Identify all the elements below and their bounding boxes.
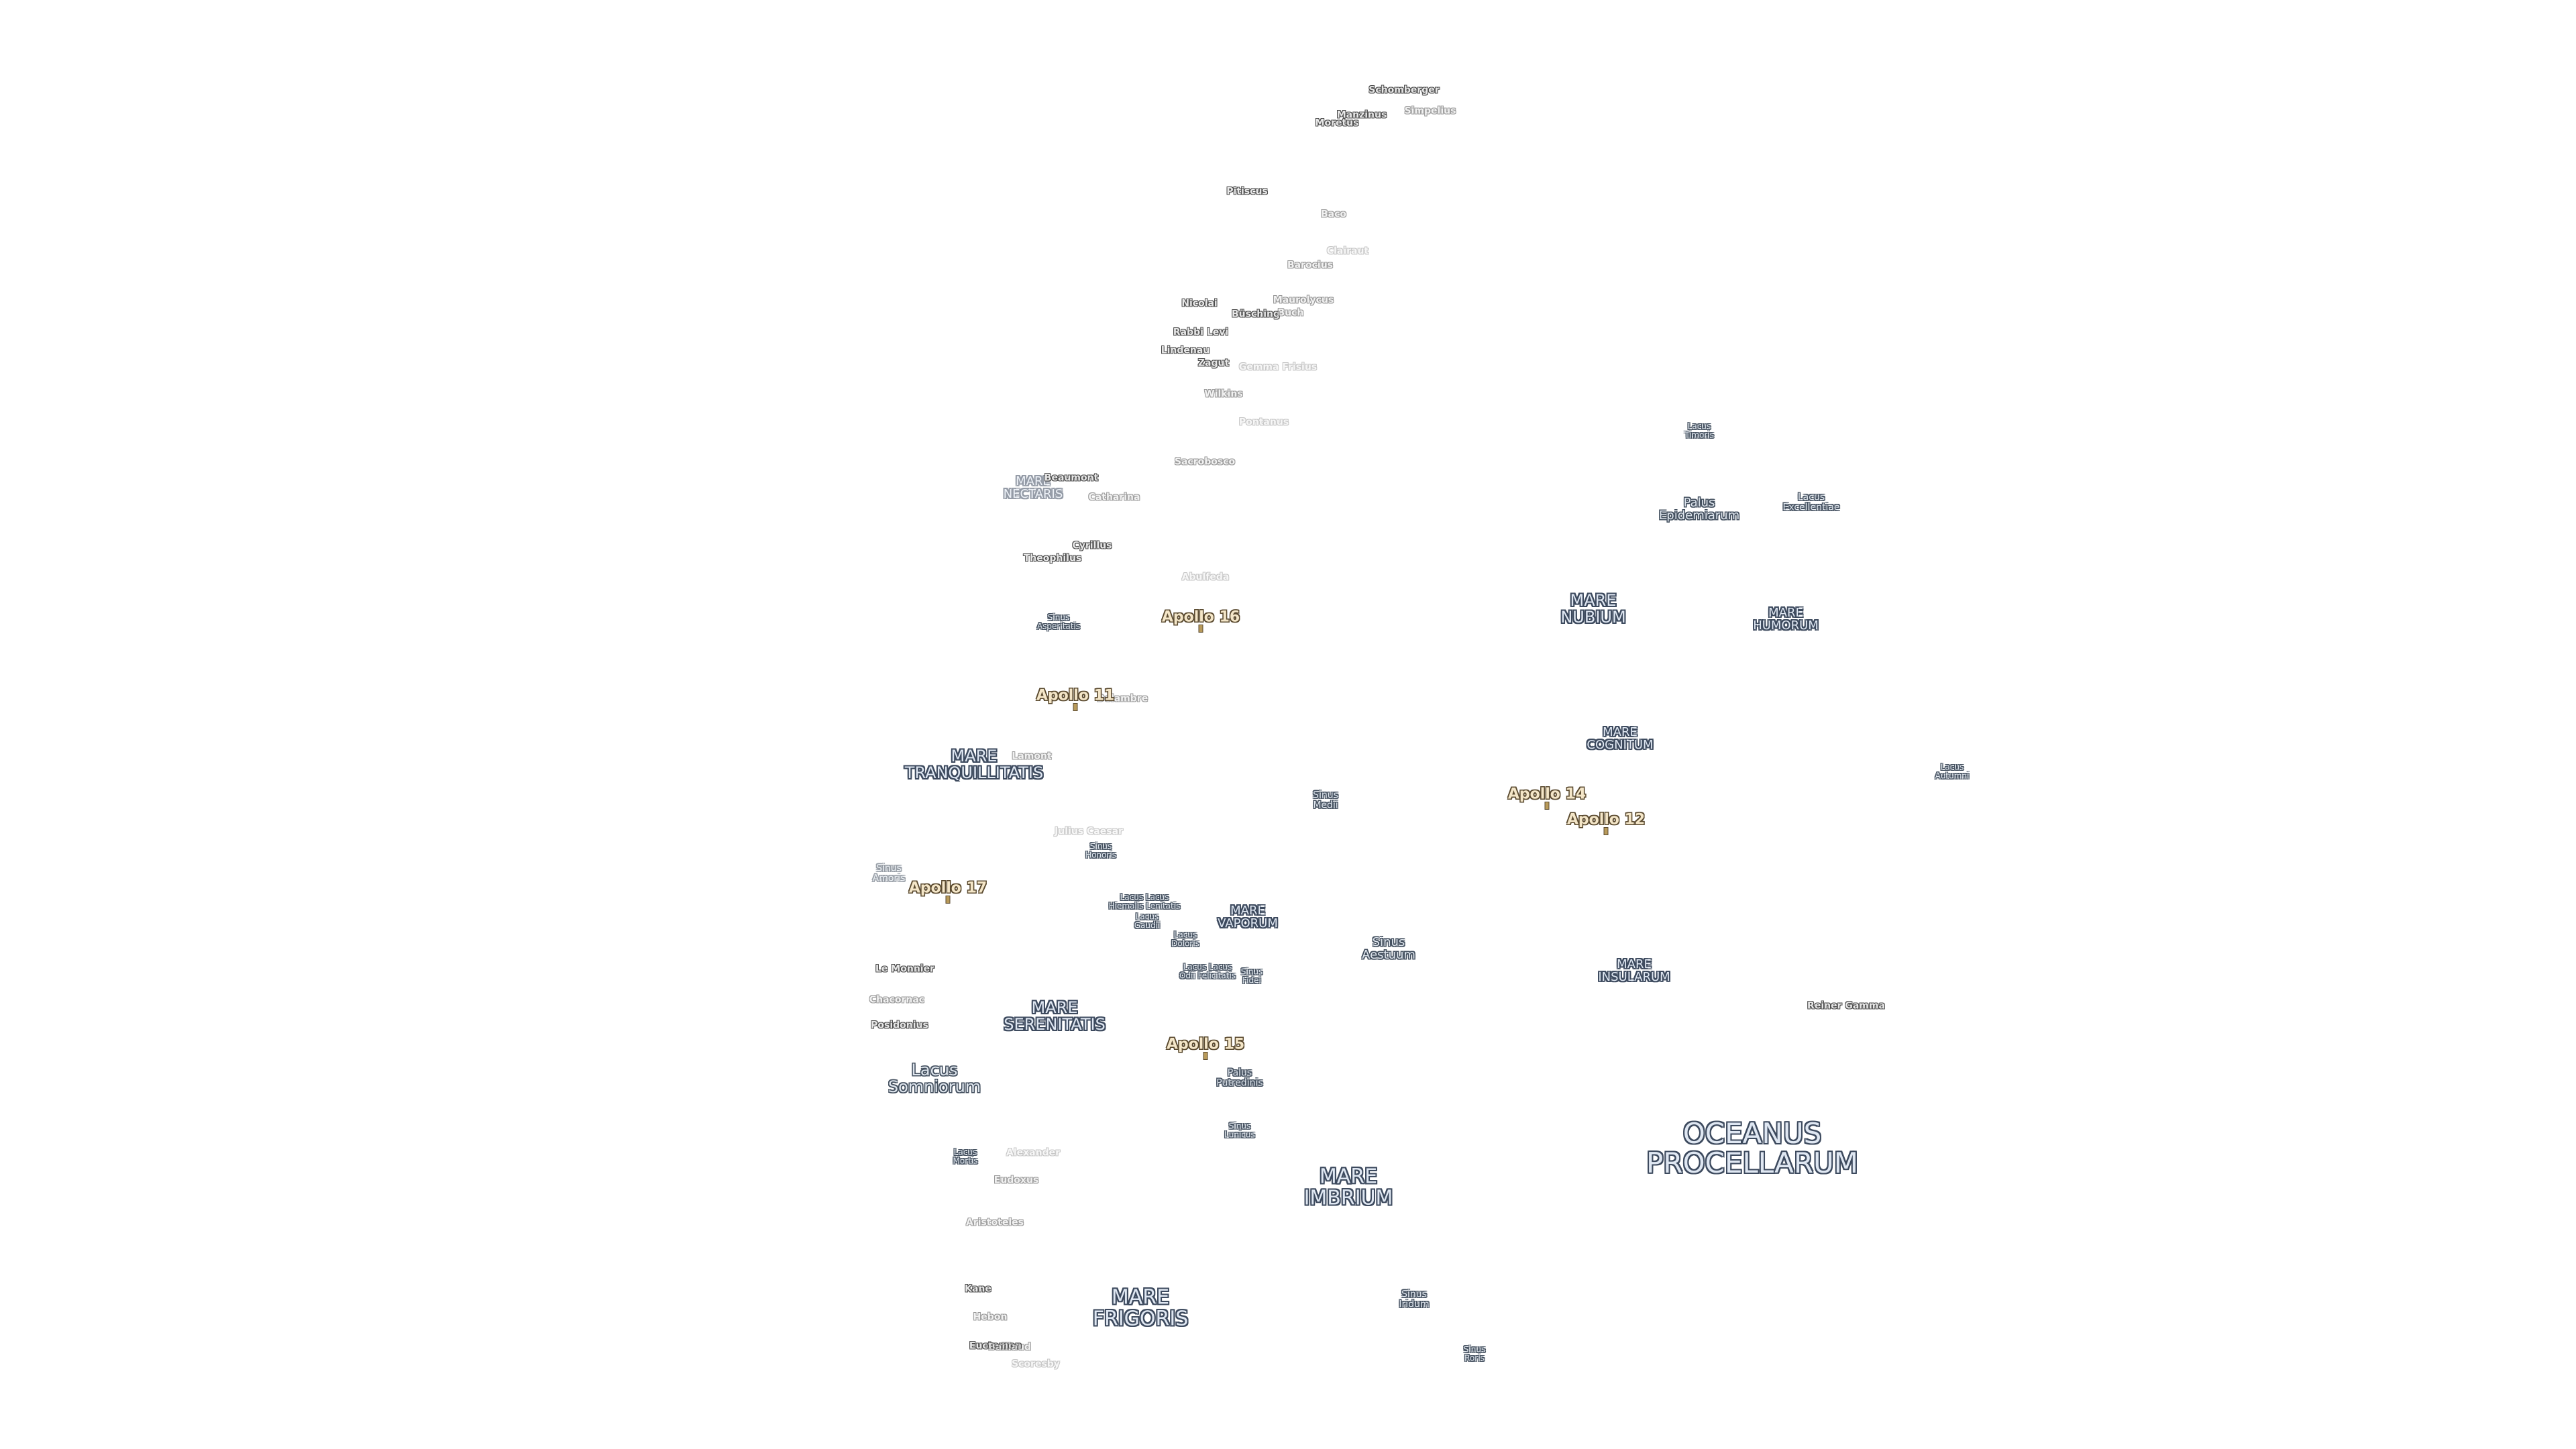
crater-label: Wilkins bbox=[1204, 388, 1243, 400]
crater-label: Hebon bbox=[973, 1311, 1008, 1323]
mare-label: OCEANUS PROCELLARUM bbox=[1646, 1116, 1859, 1179]
feature-label: Lacus Excellentiae bbox=[1782, 492, 1840, 513]
mare-label: MARE IMBRIUM bbox=[1303, 1165, 1393, 1210]
crater-label: Delambre bbox=[1096, 693, 1148, 704]
mare-label: MARE TRANQUILLITATIS bbox=[904, 746, 1044, 782]
feature-label: Lacus Mortis bbox=[953, 1147, 978, 1165]
feature-label: Palus Putredinis bbox=[1216, 1067, 1263, 1088]
mare-label: MARE NUBIUM bbox=[1560, 590, 1626, 627]
crater-label: Eudoxus bbox=[994, 1175, 1039, 1186]
feature-label: Sinus Medii bbox=[1313, 790, 1338, 810]
feature-label: Sinus Lunicus bbox=[1224, 1121, 1255, 1139]
landing-site-marker-icon[interactable] bbox=[1203, 1052, 1208, 1060]
mare-label: MARE NECTARIS bbox=[1003, 474, 1063, 501]
crater-label: Chacornac bbox=[869, 994, 925, 1006]
landing-site-marker-icon[interactable] bbox=[1073, 703, 1078, 711]
crater-label: Gemma Frisius bbox=[1238, 362, 1318, 373]
apollo-landing-site-label[interactable]: Apollo 17 bbox=[908, 879, 987, 897]
feature-label: Sinus Asperitatis bbox=[1036, 612, 1081, 631]
crater-label: Euctemon bbox=[969, 1340, 1022, 1352]
feature-label: Lacus Doloris bbox=[1171, 930, 1199, 948]
crater-label: Lamont bbox=[1012, 751, 1052, 762]
feature-label: Sinus Fidei bbox=[1240, 967, 1263, 985]
crater-label: Theophilus bbox=[1023, 553, 1082, 564]
mare-label: MARE VAPORUM bbox=[1218, 904, 1278, 930]
crater-label: Pontanus bbox=[1238, 417, 1289, 428]
crater-label: Nicolai bbox=[1181, 298, 1218, 309]
feature-label: Sinus Honoris bbox=[1085, 841, 1116, 859]
apollo-landing-site-label[interactable]: Apollo 15 bbox=[1166, 1036, 1245, 1053]
mare-label: MARE COGNITUM bbox=[1587, 725, 1654, 752]
feature-label: Sinus Iridum bbox=[1399, 1289, 1430, 1309]
apollo-landing-site-label[interactable]: Apollo 16 bbox=[1161, 608, 1240, 626]
crater-label: Rabbi Levi bbox=[1173, 327, 1229, 338]
crater-label: Posidonius bbox=[871, 1020, 928, 1031]
feature-label: Palus Epidemiarum bbox=[1658, 496, 1740, 523]
apollo-landing-site-label[interactable]: Apollo 14 bbox=[1507, 786, 1587, 803]
mare-label: MARE FRIGORIS bbox=[1092, 1285, 1189, 1330]
crater-label: Abulfeda bbox=[1181, 572, 1230, 583]
crater-label: Aristoteles bbox=[966, 1217, 1024, 1228]
crater-label: Cyrillus bbox=[1072, 540, 1112, 551]
crater-label: Beaumont bbox=[1044, 472, 1099, 484]
feature-label: Lacus Timoris bbox=[1684, 421, 1714, 439]
crater-label: Zagut bbox=[1197, 358, 1230, 369]
mare-label: MARE INSULARUM bbox=[1598, 957, 1670, 984]
crater-label: Scoresby bbox=[1012, 1358, 1060, 1370]
feature-label: Lacus Lacus Odii Felicitatis bbox=[1179, 962, 1236, 980]
feature-label: Sinus Roris bbox=[1463, 1344, 1486, 1362]
landing-site-marker-icon[interactable] bbox=[945, 896, 951, 904]
crater-label: Reiner Gamma bbox=[1807, 1000, 1885, 1012]
crater-label: Manzinus bbox=[1336, 109, 1387, 121]
feature-label: Lacus Autumni bbox=[1935, 762, 1970, 780]
mare-label: MARE HUMORUM bbox=[1753, 606, 1819, 633]
crater-label: Le Monnier bbox=[875, 963, 934, 975]
feature-label: Lacus Somniorum bbox=[888, 1060, 981, 1096]
feature-label: Lacus Gaudii bbox=[1134, 912, 1161, 930]
mare-label: MARE SERENITATIS bbox=[1004, 998, 1106, 1034]
landing-site-marker-icon[interactable] bbox=[1198, 625, 1203, 633]
feature-label: Sinus Amoris bbox=[872, 863, 906, 883]
landing-site-marker-icon[interactable] bbox=[1544, 802, 1550, 810]
crater-label: Barocius bbox=[1287, 260, 1334, 271]
feature-label: Sinus Aestuum bbox=[1362, 935, 1415, 962]
crater-label: Baco bbox=[1320, 209, 1347, 220]
crater-label: Buch bbox=[1277, 307, 1304, 319]
crater-label: Kane bbox=[965, 1283, 991, 1295]
apollo-landing-site-label[interactable]: Apollo 11 bbox=[1036, 687, 1115, 704]
crater-label: Pitiscus bbox=[1226, 186, 1268, 197]
crater-label: Alexander bbox=[1006, 1147, 1060, 1159]
crater-label: Lindenau bbox=[1161, 345, 1210, 356]
landing-site-marker-icon[interactable] bbox=[1603, 827, 1609, 835]
crater-label: Simpelius bbox=[1404, 105, 1456, 117]
crater-label: Sacrobosco bbox=[1174, 456, 1236, 468]
crater-label: Schomberger bbox=[1368, 85, 1440, 96]
crater-label: Maurolycus bbox=[1273, 294, 1334, 306]
crater-label: Baillaud bbox=[988, 1342, 1031, 1353]
crater-label: Moretus bbox=[1315, 117, 1359, 129]
crater-label: Catharina bbox=[1088, 492, 1140, 503]
crater-label: Büsching bbox=[1231, 309, 1281, 320]
apollo-landing-site-label[interactable]: Apollo 12 bbox=[1566, 811, 1646, 828]
feature-label: Lacus Lacus Hiemalis Lenitatis bbox=[1108, 892, 1181, 910]
crater-label: Julius Caesar bbox=[1055, 826, 1123, 837]
crater-label: Clairaut bbox=[1326, 246, 1369, 257]
